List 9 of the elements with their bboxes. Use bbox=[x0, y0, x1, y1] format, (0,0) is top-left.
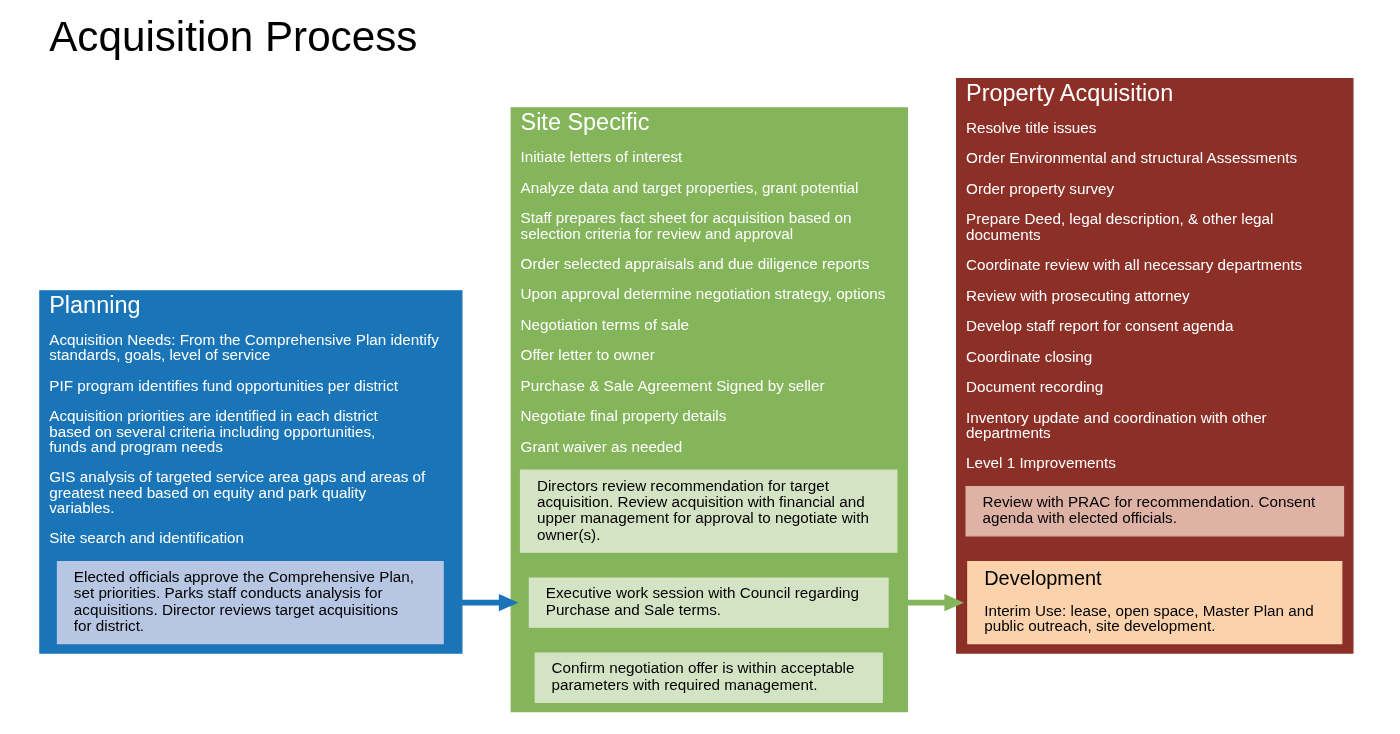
node-box: Directors review recommendation for target acquisition. Review acquisition with financial and upper management for approval to negotiate with owner(s). bbox=[519, 469, 897, 553]
node-box: Development Interim Use: lease, open space, Master Plan and public outreach, site development. bbox=[966, 561, 1342, 645]
node-box: Confirm negotiation offer is within acceptable parameters with required management. bbox=[534, 652, 883, 703]
arrow bbox=[906, 594, 964, 612]
node-box: Elected officials approve the Comprehensive Plan, set priorities. Parks staff conducts analysis for acquisitions. Director reviews target acquisitions for district. bbox=[56, 561, 444, 645]
arrow bbox=[461, 594, 518, 612]
node-box: Executive work session with Council regarding Purchase and Sale terms. bbox=[528, 577, 889, 628]
node-box: Review with PRAC for recommendation. Consent agenda with elected officials. bbox=[964, 486, 1344, 537]
diagram-title: Acquisition Process bbox=[48, 13, 417, 61]
